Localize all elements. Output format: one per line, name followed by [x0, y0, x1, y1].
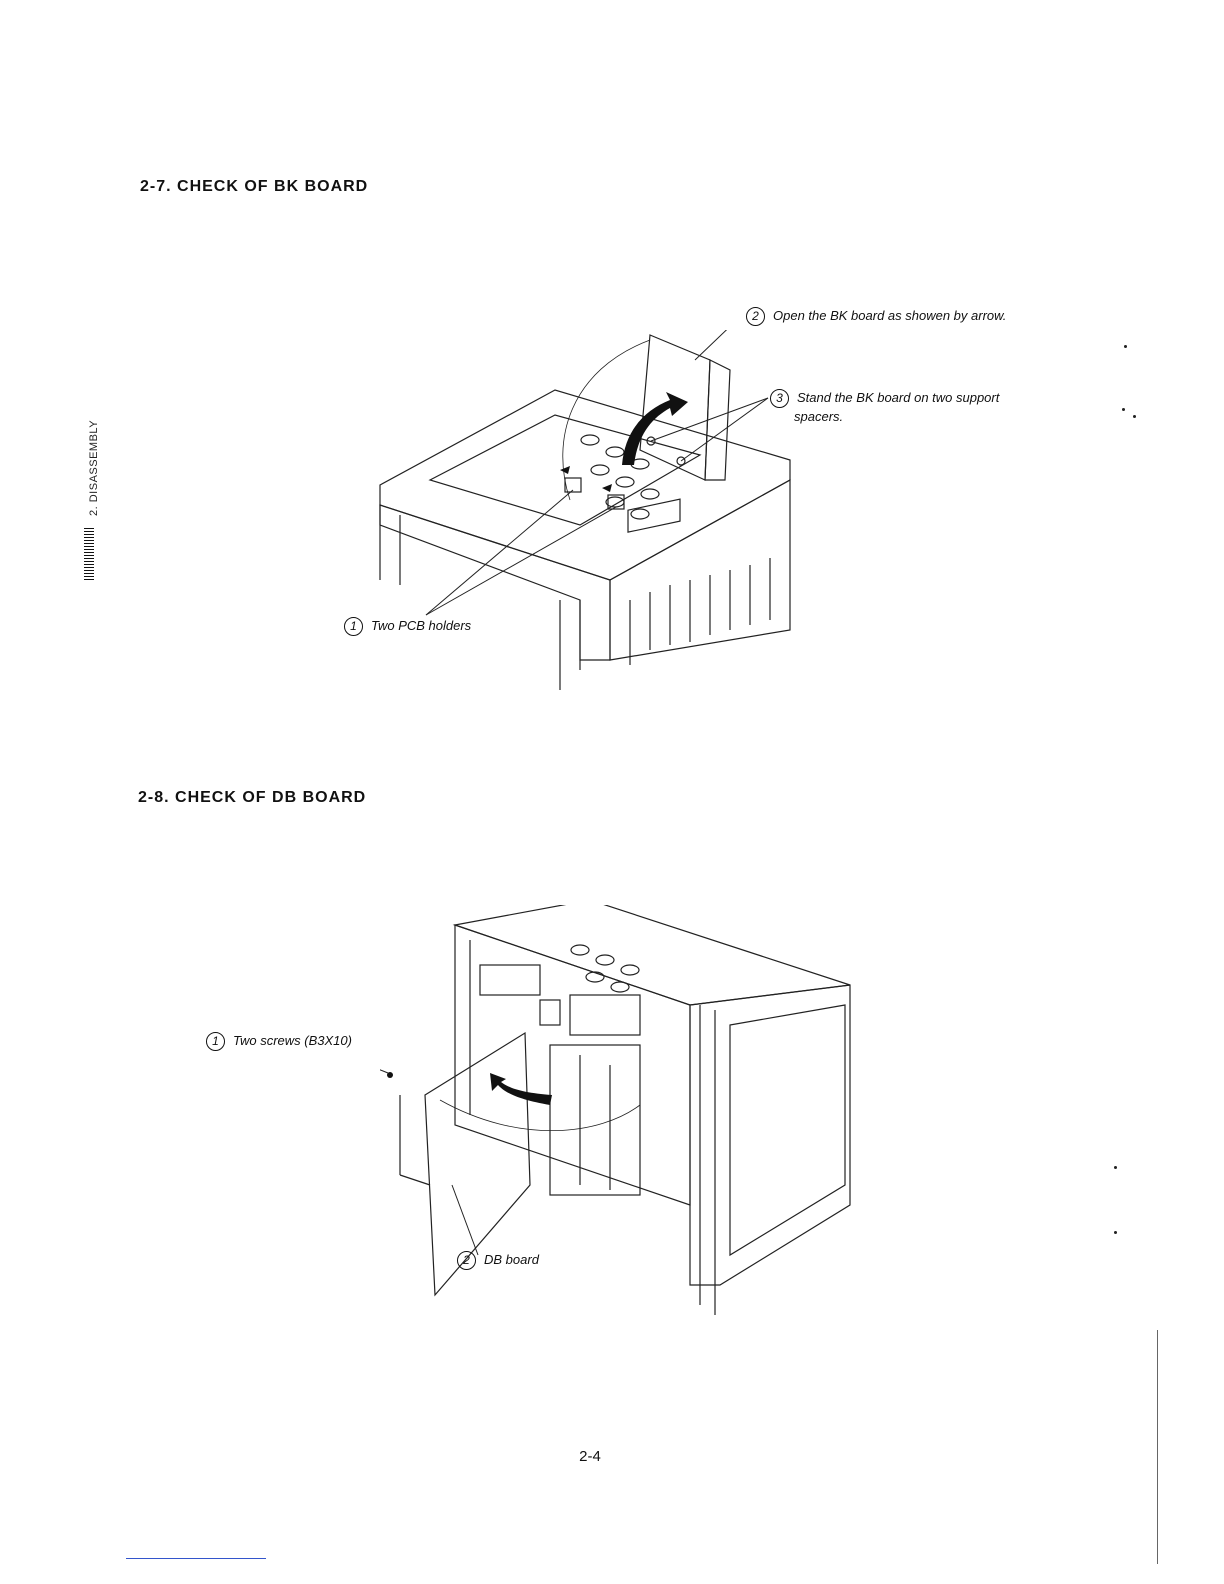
- callout-text: spacers.: [794, 409, 843, 424]
- callout-number: 1: [206, 1032, 225, 1051]
- callout-text: Stand the BK board on two support: [797, 390, 999, 405]
- callout-number: 3: [770, 389, 789, 408]
- callout-pcb-holders: 1 Two PCB holders: [344, 617, 471, 636]
- scan-speck: [1114, 1231, 1117, 1234]
- callout-text: Open the BK board as showen by arrow.: [773, 308, 1006, 323]
- db-board-diagram: [380, 905, 860, 1325]
- callout-number: 2: [746, 307, 765, 326]
- callout-two-screws: 1 Two screws (B3X10): [206, 1032, 352, 1051]
- scan-speck: [1122, 408, 1125, 411]
- page-number: 2-4: [560, 1448, 620, 1465]
- side-tab: 2. DISASSEMBLY: [84, 420, 106, 580]
- barcode-mark: [84, 528, 94, 580]
- callout-stand-bk-board-continued: spacers.: [794, 409, 843, 424]
- scan-speck: [1124, 345, 1127, 348]
- callout-stand-bk-board: 3 Stand the BK board on two support: [770, 389, 999, 408]
- callout-text: Two screws (B3X10): [233, 1033, 352, 1048]
- scan-speck: [1114, 1166, 1117, 1169]
- callout-open-bk-board: 2 Open the BK board as showen by arrow.: [746, 307, 1006, 326]
- footer-rule: [126, 1558, 266, 1559]
- side-tab-label: 2. DISASSEMBLY: [88, 406, 102, 516]
- callout-db-board: 2 DB board: [457, 1251, 539, 1270]
- callout-number: 1: [344, 617, 363, 636]
- section-heading-db: 2-8. CHECK OF DB BOARD: [138, 789, 366, 807]
- section-heading-bk: 2-7. CHECK OF BK BOARD: [140, 178, 368, 196]
- callout-number: 2: [457, 1251, 476, 1270]
- bk-board-diagram: [370, 330, 810, 700]
- callout-text: Two PCB holders: [371, 618, 471, 633]
- scan-speck: [1133, 415, 1136, 418]
- margin-rule: [1157, 1330, 1158, 1564]
- callout-text: DB board: [484, 1252, 539, 1267]
